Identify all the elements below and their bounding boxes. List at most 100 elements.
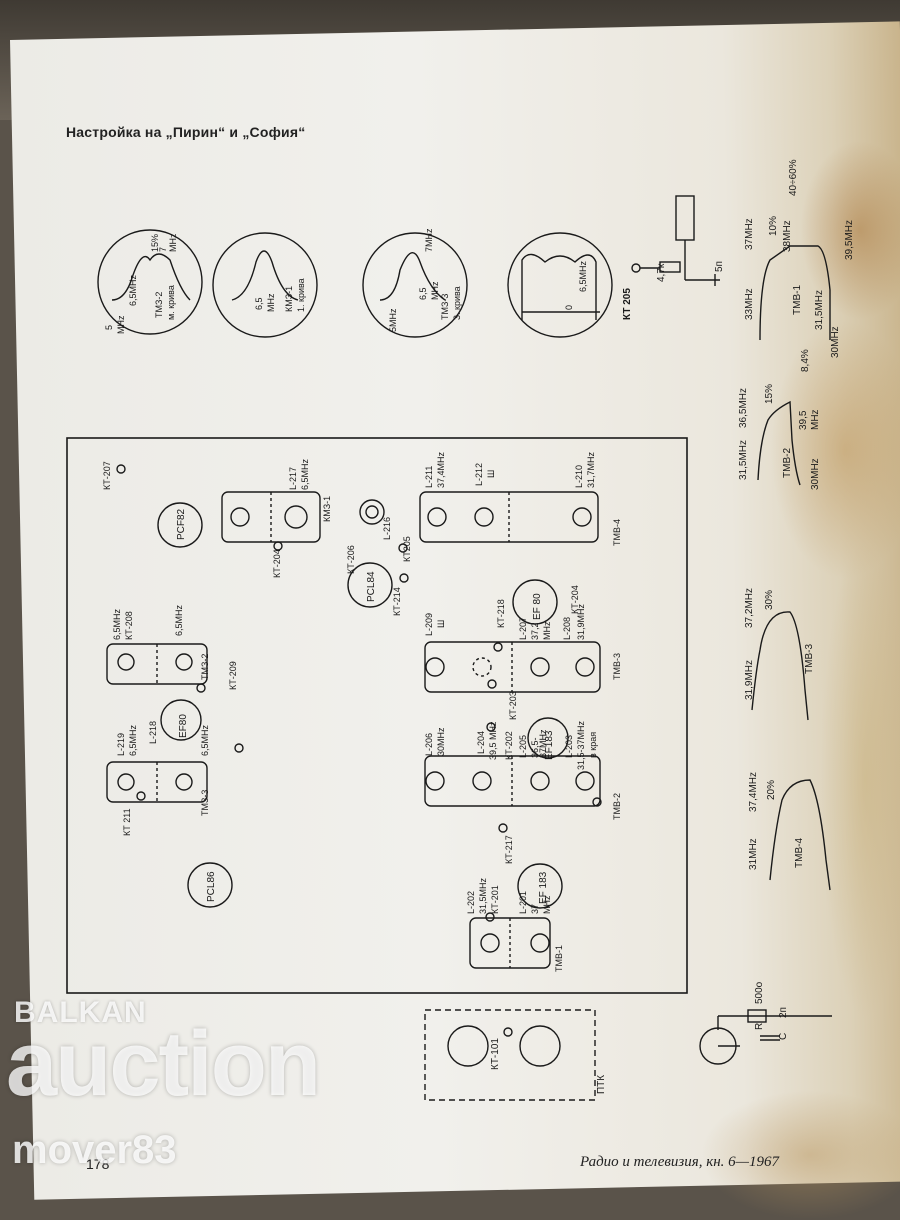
lbl-kt218: КТ-218 (496, 599, 506, 628)
lbl-l208b: 31,9MHz (576, 603, 586, 640)
lbl-tmv1: ТМВ-1 (554, 945, 564, 972)
lbl-ptk: ПТК (596, 1075, 607, 1094)
tmv4-f31: 31MHz (748, 838, 759, 870)
tmv2-f365: 36,5MHz (738, 388, 749, 428)
scope-labels: 5 MHz 6,5MHz 15% 7 MHz ТМЗ-2 м. крива 6,… (104, 228, 588, 334)
trace-3 (379, 252, 446, 301)
lbl-l219a: L-219 (116, 733, 126, 756)
tmv1-f30: 30MHz (830, 326, 841, 358)
stain (700, 1090, 900, 1220)
s1-l1: 5 (104, 325, 114, 330)
probe-labels: 4,7к 5п КТ 205 (622, 261, 725, 320)
lbl-kt208: КТ-208 (124, 611, 134, 640)
scope-2 (212, 232, 318, 338)
ptk-labels: КТ-101 ПТК R 500о C 2п (490, 981, 789, 1094)
tmv1-f38: 38MHz (782, 220, 793, 252)
tmv3-pct: 30% (764, 590, 775, 610)
s4-r1: 6,5MHz (578, 260, 588, 292)
board-outline (66, 437, 688, 994)
lbl-l219b: 6,5MHz (128, 724, 138, 756)
lbl-l205b: 36,5- (530, 737, 540, 758)
stain (770, 320, 900, 580)
tube-ef80b (160, 699, 202, 741)
lbl-l202b: 31,5MHz (478, 877, 488, 914)
curve-labels: 33MHz 37MHz 10% 40÷60% 38MHz ТМВ-1 31,5M… (738, 159, 855, 870)
tube-pcl86 (187, 862, 233, 908)
lbl-rc-c: C (778, 1033, 789, 1040)
tube-pcf82 (157, 502, 203, 548)
tmv2-pct: 15% (764, 384, 775, 404)
s1-c2: 15% (150, 234, 160, 252)
lbl-tmv4: ТМВ-4 (612, 519, 622, 546)
board-labels: КТ-207 L-217 6,5MHz КМЗ-1 L-216 КТ-206 К… (102, 451, 622, 972)
lbl-l201b: 37 (530, 904, 540, 914)
s2-c1: 6,5 (254, 297, 264, 310)
watermark-line2: auction (6, 1013, 321, 1115)
curve-tmv1 (759, 245, 831, 341)
lbl-l217a: L-217 (288, 467, 298, 490)
tmv2-f395b: MHz (810, 409, 821, 430)
tube-ef183b (517, 863, 563, 909)
lbl-l205a: L-205 (518, 735, 528, 758)
lbl-kt201: КТ-201 (490, 885, 500, 914)
lbl-l212b: Ш (486, 470, 496, 478)
lbl-mhz208a: 6,5MHz (112, 608, 122, 640)
trace-1 (111, 253, 191, 301)
lbl-l203c: в края (588, 732, 598, 758)
lbl-l204b: 39,5 MHz (488, 721, 498, 760)
lbl-ef183b: EF 183 (538, 871, 549, 904)
tmv1-pct1: 10% (768, 216, 779, 236)
s2-t1: КМЗ-1 (284, 286, 294, 312)
lbl-kt206: КТ-206 (346, 545, 356, 574)
s3-c2: MHz (430, 281, 440, 300)
lbl-l201a: L-201 (518, 891, 528, 914)
lbl-pcf82: PCF82 (176, 508, 187, 540)
s1-t1: ТМЗ-2 (154, 292, 164, 318)
s1-l2: MHz (116, 315, 126, 334)
lbl-l209a: L-209 (424, 613, 434, 636)
lbl-l201c: MHz (542, 895, 552, 914)
lbl-l210b: 31,7MHz (586, 451, 596, 488)
lbl-kt209: КТ-209 (228, 661, 238, 690)
page-title: Настройка на „Пирин“ и „София“ (66, 124, 306, 140)
lbl-tmz2a: ТМЗ-2 (200, 654, 210, 680)
lbl-l207c: MHz (542, 621, 552, 640)
probe-c: 5п (714, 261, 725, 272)
tmv1-top-r: 37MHz (744, 218, 755, 250)
lbl-kt203: КТ-203 (508, 691, 518, 720)
stain (800, 140, 900, 320)
lbl-l211a: L-211 (424, 466, 434, 488)
curve-tmv3 (751, 611, 809, 721)
lbl-l203a: L-203 (564, 735, 574, 758)
lbl-l207b: 37,2 (530, 622, 540, 640)
page-number: 178 (86, 1156, 110, 1172)
tmv3-f319: 31,9MHz (744, 660, 755, 700)
curve-tmv4 (769, 779, 831, 891)
lbl-tmv2: ТМВ-2 (612, 793, 622, 820)
probe-r: 4,7к (656, 263, 667, 282)
lbl-l202a: L-202 (466, 891, 476, 914)
lbl-l218b: 6,5MHz (200, 724, 210, 756)
scope-4 (507, 232, 613, 338)
lbl-kt204a: КТ-204 (570, 585, 580, 614)
lbl-tmz3: ТМЗ-3 (200, 790, 210, 816)
lbl-l204a: L-204 (476, 731, 486, 754)
lbl-pcl84: PCL84 (366, 571, 377, 602)
tmv2-name: ТМВ-2 (782, 448, 793, 478)
s4-l1: 0 (564, 305, 574, 310)
lbl-l209b: Ш (436, 620, 446, 628)
coax-probe (675, 195, 695, 241)
lbl-km31: КМЗ-1 (322, 496, 332, 522)
tmv2-f395a: 39,5 (798, 410, 809, 430)
lbl-kt101: КТ-101 (490, 1038, 501, 1070)
lbl-ef80b: EF80 (178, 714, 189, 738)
s3-l1: 5MHz (388, 308, 398, 332)
s1-r1: 7 (158, 247, 168, 252)
probe-kt: КТ 205 (622, 288, 633, 320)
watermark-line1: BALKAN (14, 996, 147, 1029)
lbl-kt211: КТ 211 (122, 808, 132, 836)
s1-c1: 6,5MHz (128, 274, 138, 306)
tmv1-pct84: 8,4% (800, 349, 811, 372)
